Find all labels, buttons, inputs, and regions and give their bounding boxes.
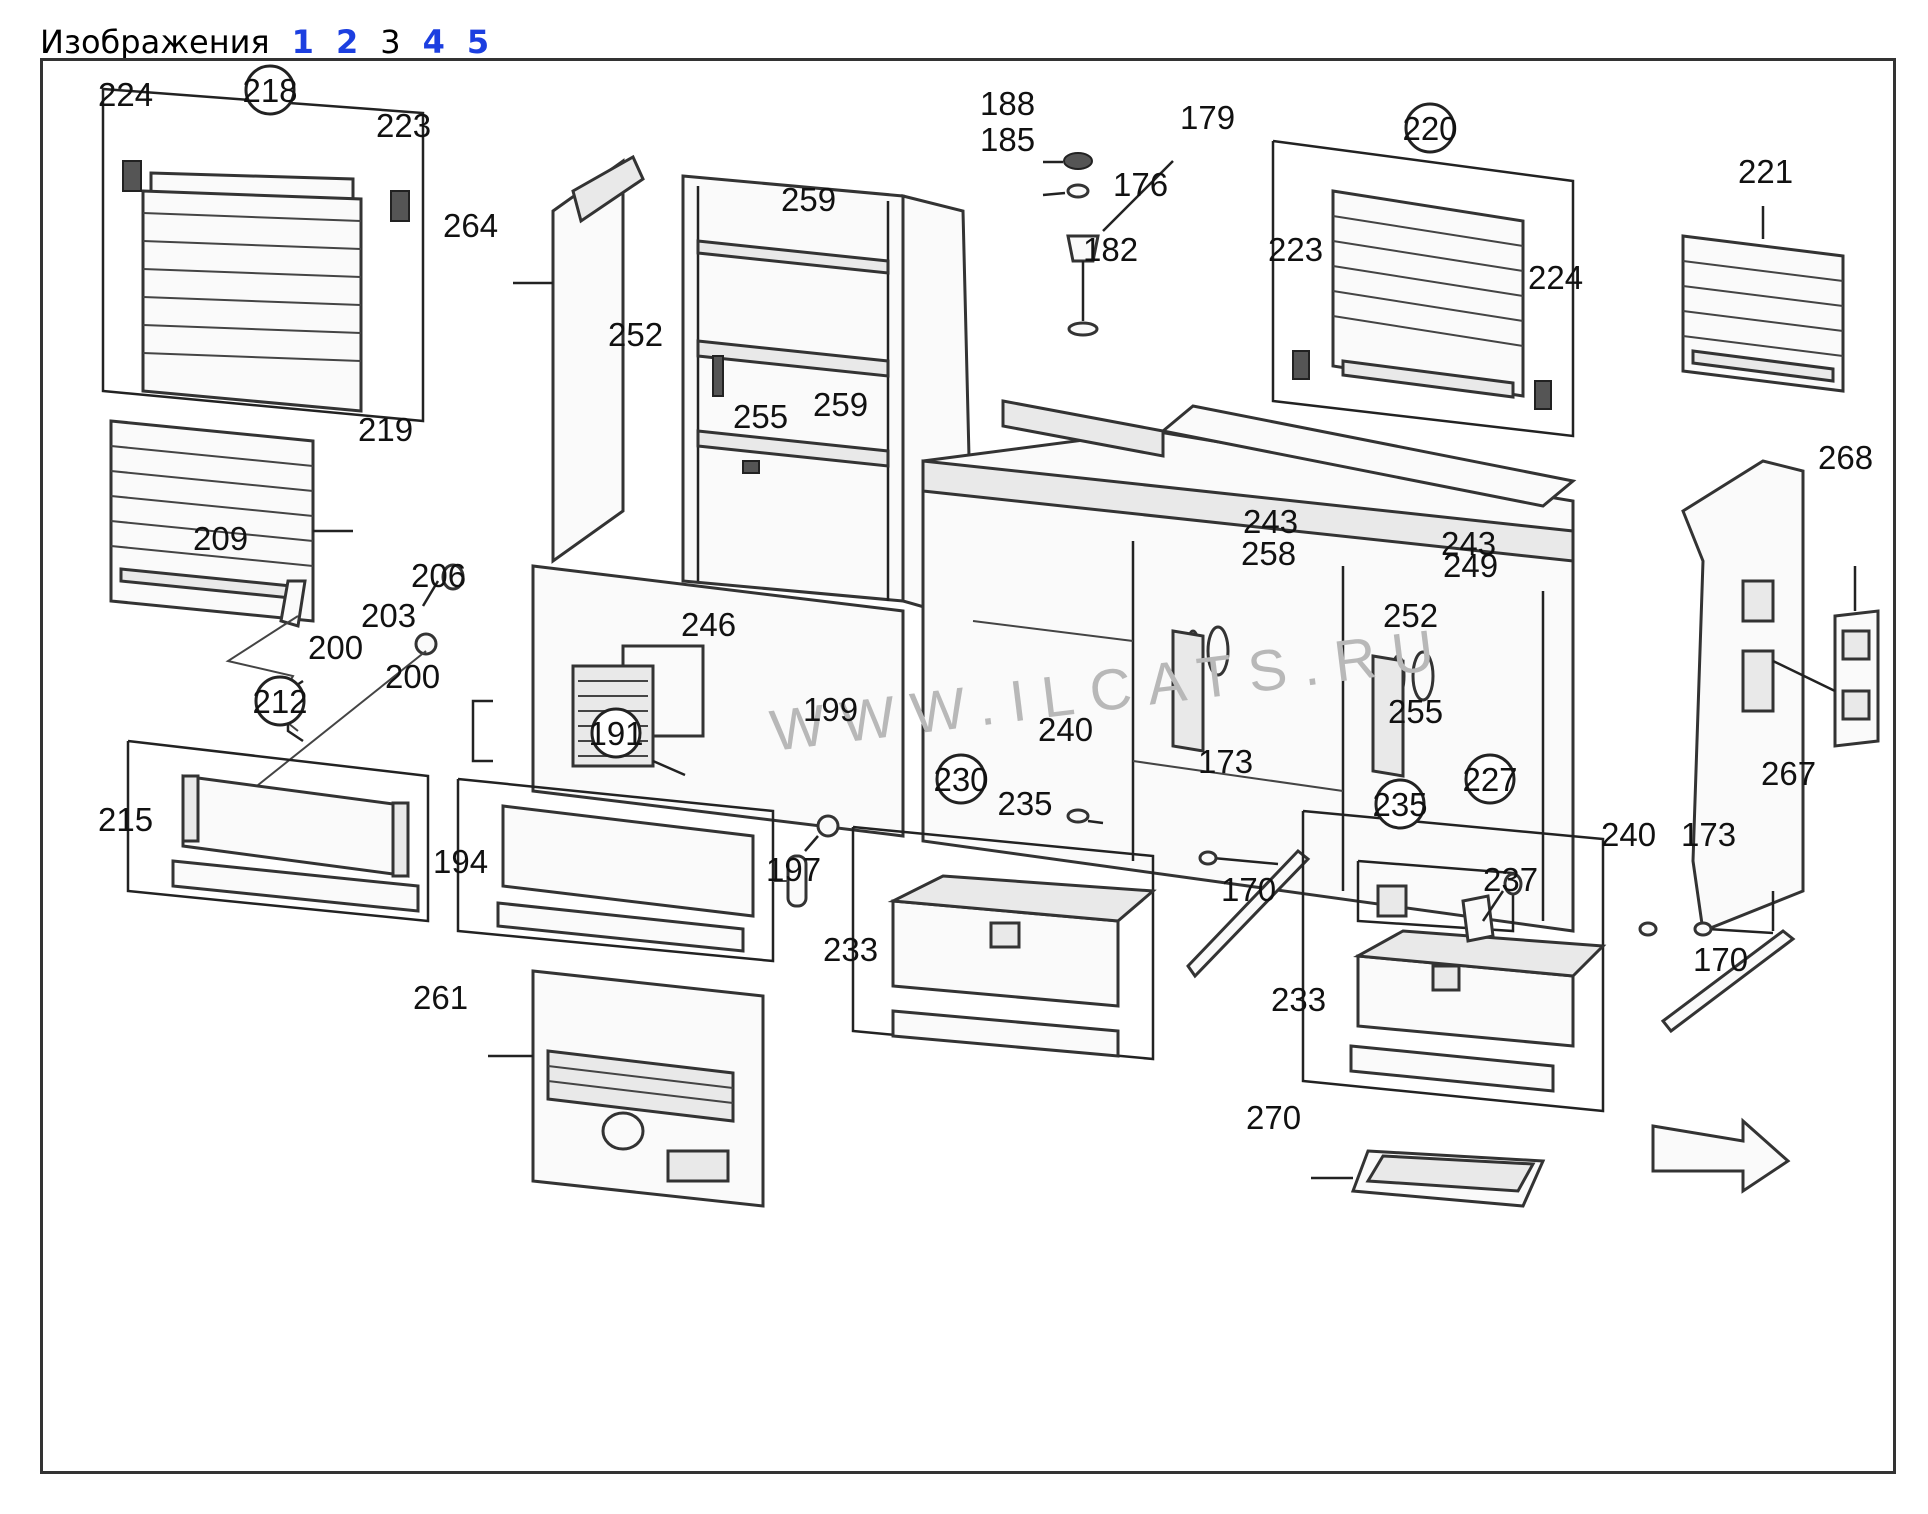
label-221: 221 xyxy=(1738,153,1793,190)
label-264: 264 xyxy=(443,207,498,244)
callout-230: 230 xyxy=(933,753,989,805)
callout-212: 212 xyxy=(252,675,308,727)
label-176: 176 xyxy=(1113,166,1168,203)
label-259-b: 259 xyxy=(813,386,868,423)
page-link-5[interactable]: 5 xyxy=(466,23,490,61)
images-label: Изображения xyxy=(40,23,270,61)
label-197: 197 xyxy=(766,851,821,888)
label-270: 270 xyxy=(1246,1099,1301,1136)
label-246: 246 xyxy=(681,606,736,643)
label-252-a: 252 xyxy=(608,316,663,353)
label-258: 258 xyxy=(1241,535,1296,572)
slide-rail-170-left xyxy=(1186,848,1311,979)
callout-220-text: 220 xyxy=(1402,110,1457,147)
refrigerator-261 xyxy=(488,969,765,1208)
page-link-4[interactable]: 4 xyxy=(422,23,445,61)
door-264 xyxy=(513,154,645,564)
callout-235-a: 235 xyxy=(997,785,1052,822)
label-185: 185 xyxy=(980,121,1035,158)
label-261: 261 xyxy=(413,979,468,1016)
label-170-a: 170 xyxy=(1221,871,1276,908)
label-255-b: 255 xyxy=(1388,693,1443,730)
label-233-b: 233 xyxy=(1271,981,1326,1018)
callout-218: 218 xyxy=(242,64,298,116)
callout-212-text: 212 xyxy=(252,683,307,720)
label-194: 194 xyxy=(433,843,488,880)
label-223-a: 223 xyxy=(376,107,431,144)
slide-rail-170-right xyxy=(1638,921,1796,1034)
label-255-a: 255 xyxy=(733,398,788,435)
label-249: 249 xyxy=(1443,547,1498,584)
label-240-a: 240 xyxy=(1038,711,1093,748)
label-182: 182 xyxy=(1083,231,1138,268)
label-252-b: 252 xyxy=(1383,597,1438,634)
group-227-box xyxy=(1301,809,1607,1113)
next-arrow xyxy=(1651,1117,1791,1194)
callout-218-text: 218 xyxy=(242,72,297,109)
label-199: 199 xyxy=(803,691,858,728)
label-219: 219 xyxy=(358,411,413,448)
panel-221 xyxy=(1681,206,1845,393)
side-panel-267 xyxy=(1681,459,1880,934)
callout-220: 220 xyxy=(1402,102,1458,154)
hardware-188-182 xyxy=(1042,152,1174,337)
label-267: 267 xyxy=(1761,755,1816,792)
label-259-a: 259 xyxy=(781,181,836,218)
label-179: 179 xyxy=(1180,99,1235,136)
label-237: 237 xyxy=(1483,861,1538,898)
page-link-1[interactable]: 1 xyxy=(291,23,314,61)
callout-191: 191 xyxy=(588,707,644,759)
label-170-b: 170 xyxy=(1693,941,1748,978)
front-panel-246 xyxy=(531,564,905,838)
hardware-199-197 xyxy=(773,814,840,908)
label-223-b: 223 xyxy=(1268,231,1323,268)
panel-219 xyxy=(109,419,353,623)
page-current-3: 3 xyxy=(380,23,401,61)
parts-diagram: WWW.ILCATS.RU 218 220 212 191 230 227 23… xyxy=(40,58,1896,1474)
label-200-b: 200 xyxy=(385,658,440,695)
group-191-box xyxy=(456,777,775,963)
shelf-unit-259 xyxy=(681,174,975,624)
label-240-b: 240 xyxy=(1601,816,1656,853)
label-188: 188 xyxy=(980,85,1035,122)
label-215: 215 xyxy=(98,801,153,838)
label-224-a: 224 xyxy=(98,76,153,113)
callout-230-text: 230 xyxy=(933,761,988,798)
callout-235-b-text: 235 xyxy=(1372,786,1427,823)
label-224-b: 224 xyxy=(1528,259,1583,296)
callout-191-text: 191 xyxy=(588,715,643,752)
label-200-a: 200 xyxy=(308,629,363,666)
group-212-box xyxy=(126,739,430,923)
label-268: 268 xyxy=(1818,439,1873,476)
label-243-b: 243 xyxy=(1441,525,1496,562)
label-233-a: 233 xyxy=(823,931,878,968)
image-page-selector: Изображения 1 2 3 4 5 xyxy=(40,20,511,64)
group-218-box xyxy=(101,87,425,423)
group-230-box xyxy=(851,808,1157,1061)
label-243-a: 243 xyxy=(1243,503,1298,540)
callout-235-b: 235 xyxy=(1372,778,1428,830)
tray-270 xyxy=(1311,1149,1546,1208)
label-173-a: 173 xyxy=(1198,743,1253,780)
page-link-2[interactable]: 2 xyxy=(335,23,359,61)
group-220-box xyxy=(1271,139,1575,438)
callout-235-a-text: 235 xyxy=(997,785,1052,822)
label-203: 203 xyxy=(361,597,416,634)
callout-227-text: 227 xyxy=(1462,761,1517,798)
label-173-b: 173 xyxy=(1681,816,1736,853)
label-206: 206 xyxy=(411,557,466,594)
callout-227: 227 xyxy=(1462,753,1518,805)
label-209: 209 xyxy=(193,520,248,557)
